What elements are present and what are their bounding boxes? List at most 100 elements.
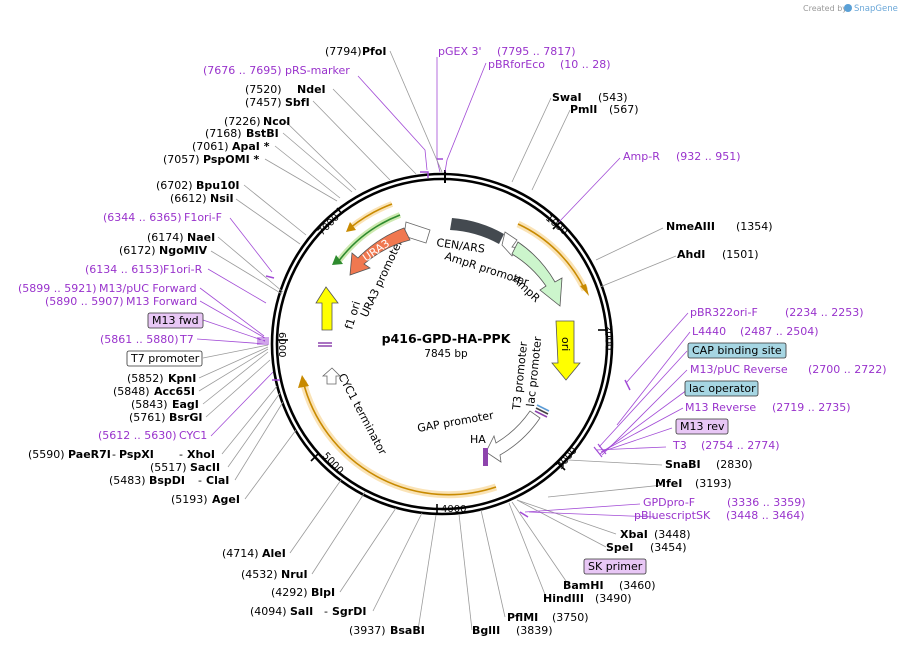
site-kpni-name[interactable]: KpnI — [168, 372, 196, 385]
site-bstbi-name[interactable]: BstBI — [246, 127, 279, 140]
top-labels: (7794) PfoI pGEX 3' (7795 .. 7817) pBRfo… — [325, 45, 611, 71]
m13-rev-box[interactable]: M13 rev — [675, 418, 729, 435]
site-blpi-pos: (4292) — [271, 586, 308, 599]
site-ahdi-name[interactable]: AhdI — [677, 248, 705, 261]
site-paer7i-name[interactable]: PaeR7I — [68, 448, 111, 461]
site-sacii-name[interactable]: SacII — [190, 461, 220, 474]
site-bsrgi-name[interactable]: BsrGI — [169, 411, 202, 424]
primer-prs-marker-range: (7676 .. 7695) — [203, 64, 282, 77]
site-nrui-name[interactable]: NruI — [281, 568, 308, 581]
cyc1-terminator-label: CYC1 terminator — [335, 371, 389, 457]
site-naei-pos: (6174) — [147, 231, 184, 244]
credit-prefix: Created by — [803, 4, 847, 13]
site-alei-name[interactable]: AleI — [262, 547, 286, 560]
ori-arrow[interactable] — [551, 320, 581, 381]
primer-pbr322ori-f-name[interactable]: pBR322ori-F — [690, 306, 758, 319]
ha-feature[interactable] — [483, 448, 488, 466]
site-nrui-pos: (4532) — [241, 568, 278, 581]
primer-ampr-name[interactable]: Amp-R — [623, 150, 660, 163]
primer-t7-range: (5861 .. 5880) — [100, 333, 179, 346]
site-xbai-name[interactable]: XbaI — [620, 528, 648, 541]
t7-promoter-box[interactable]: T7 promoter — [126, 350, 203, 367]
cen-ars-feature[interactable] — [450, 218, 504, 244]
site-naei-name[interactable]: NaeI — [187, 231, 215, 244]
primer-t3-name[interactable]: T3 — [672, 439, 687, 452]
cyc1-small-arrow[interactable] — [321, 367, 341, 385]
snapgene-logo-icon — [844, 4, 852, 12]
site-apai-name[interactable]: ApaI * — [232, 140, 270, 153]
site-ngomiv-name[interactable]: NgoMIV — [159, 244, 208, 257]
site-pmli-name[interactable]: PmlI — [570, 103, 597, 116]
site-pspxi-name[interactable]: PspXI — [119, 448, 154, 461]
primer-pbrforeco-range: (10 .. 28) — [560, 58, 611, 71]
primer-l4440-range: (2487 .. 2504) — [740, 325, 819, 338]
site-nmeaiii-name[interactable]: NmeAIII — [666, 220, 715, 233]
site-swai-name[interactable]: SwaI — [552, 91, 582, 104]
site-ngomiv-pos: (6172) — [119, 244, 156, 257]
site-clai-dash: - — [198, 474, 202, 487]
site-bpu10i-pos: (6702) — [156, 179, 193, 192]
site-swai-pos: (543) — [598, 91, 628, 104]
primer-f1ori-r-name[interactable]: F1ori-R — [163, 263, 203, 276]
primer-pgex3-name[interactable]: pGEX 3' — [438, 45, 482, 58]
cap-binding-site-box[interactable]: CAP binding site — [687, 342, 787, 359]
lac-operator-box[interactable]: lac operator — [684, 380, 759, 397]
site-bstbi-pos: (7168) — [205, 127, 242, 140]
ura3-arrow[interactable] — [349, 227, 411, 276]
sk-primer-box[interactable]: SK primer — [583, 558, 647, 575]
bottom-labels: (4714) AleI (4532) NruI (4292) BlpI (409… — [222, 547, 656, 637]
primer-m13-rev-name[interactable]: M13 Reverse — [685, 401, 756, 414]
ampr-arrow[interactable] — [511, 241, 563, 307]
primer-cyc1-name[interactable]: CYC1 — [179, 429, 207, 442]
primer-l4440-name[interactable]: L4440 — [692, 325, 726, 338]
site-pspomi-name[interactable]: PspOMI * — [203, 153, 260, 166]
site-snabi-pos: (2830) — [716, 458, 753, 471]
site-clai-name[interactable]: ClaI — [206, 474, 229, 487]
site-agei-name[interactable]: AgeI — [212, 493, 240, 506]
primer-t7-name[interactable]: T7 — [179, 333, 194, 346]
cap-binding-site-label: CAP binding site — [692, 344, 782, 357]
site-spei-name[interactable]: SpeI — [606, 541, 633, 554]
site-pflmi-name[interactable]: PflMI — [507, 611, 538, 624]
site-snabi-name[interactable]: SnaBI — [665, 458, 701, 471]
primer-m13puc-fwd-name[interactable]: M13/pUC Forward — [99, 282, 197, 295]
primer-f1ori-f-name[interactable]: F1ori-F — [184, 211, 222, 224]
site-bamhi-name[interactable]: BamHI — [563, 579, 604, 592]
site-ndei-name[interactable]: NdeI — [297, 83, 326, 96]
site-xhoi-name[interactable]: XhoI — [187, 448, 215, 461]
site-pfoi-name[interactable]: PfoI — [362, 45, 387, 58]
site-sgrdi-name[interactable]: SgrDI — [332, 605, 366, 618]
site-sali-name[interactable]: SalI — [290, 605, 313, 618]
primer-prs-marker-name[interactable]: pRS-marker — [285, 64, 350, 77]
site-nsii-name[interactable]: NsiI — [210, 192, 234, 205]
right-labels: SwaI (543) PmlI (567) Amp-R (932 .. 951)… — [552, 91, 887, 575]
primer-gpdpro-f-name[interactable]: GPDpro-F — [643, 496, 695, 509]
primer-pbrforeco-name[interactable]: pBRforEco — [488, 58, 545, 71]
primer-m13-rev-range: (2719 .. 2735) — [772, 401, 851, 414]
site-eagi-pos: (5843) — [131, 398, 168, 411]
site-ndei-pos: (7520) — [245, 83, 282, 96]
site-ncoi-name[interactable]: NcoI — [263, 115, 290, 128]
sk-primer-label: SK primer — [588, 560, 643, 573]
site-bspdi-name[interactable]: BspDI — [149, 474, 185, 487]
site-blpi-name[interactable]: BlpI — [311, 586, 335, 599]
primer-pbluescriptsk-name[interactable]: pBluescriptSK — [634, 509, 711, 522]
site-bsabi-name[interactable]: BsaBI — [390, 624, 425, 637]
site-bpu10i-name[interactable]: Bpu10I — [196, 179, 240, 192]
site-bglii-name[interactable]: BglII — [472, 624, 500, 637]
site-sbfi-name[interactable]: SbfI — [285, 96, 310, 109]
ura3-green-arc — [337, 214, 401, 263]
primer-m13-fwd-name[interactable]: M13 Forward — [126, 295, 197, 308]
ampr-orange-arc — [517, 223, 586, 291]
primer-m13puc-fwd-range: (5899 .. 5921) — [18, 282, 97, 295]
site-eagi-name[interactable]: EagI — [172, 398, 199, 411]
backbone-outer-ring — [270, 172, 614, 516]
m13-fwd-box[interactable]: M13 fwd — [147, 312, 204, 329]
ori-label: ori — [559, 337, 572, 351]
site-acc65i-name[interactable]: Acc65I — [154, 385, 195, 398]
primer-m13puc-rev-name[interactable]: M13/pUC Reverse — [690, 363, 788, 376]
site-mfei-name[interactable]: MfeI — [655, 477, 682, 490]
site-hindiii-name[interactable]: HindIII — [543, 592, 584, 605]
gap-promoter-arrow[interactable] — [485, 410, 541, 463]
f1-ori-arrow[interactable] — [315, 286, 339, 331]
